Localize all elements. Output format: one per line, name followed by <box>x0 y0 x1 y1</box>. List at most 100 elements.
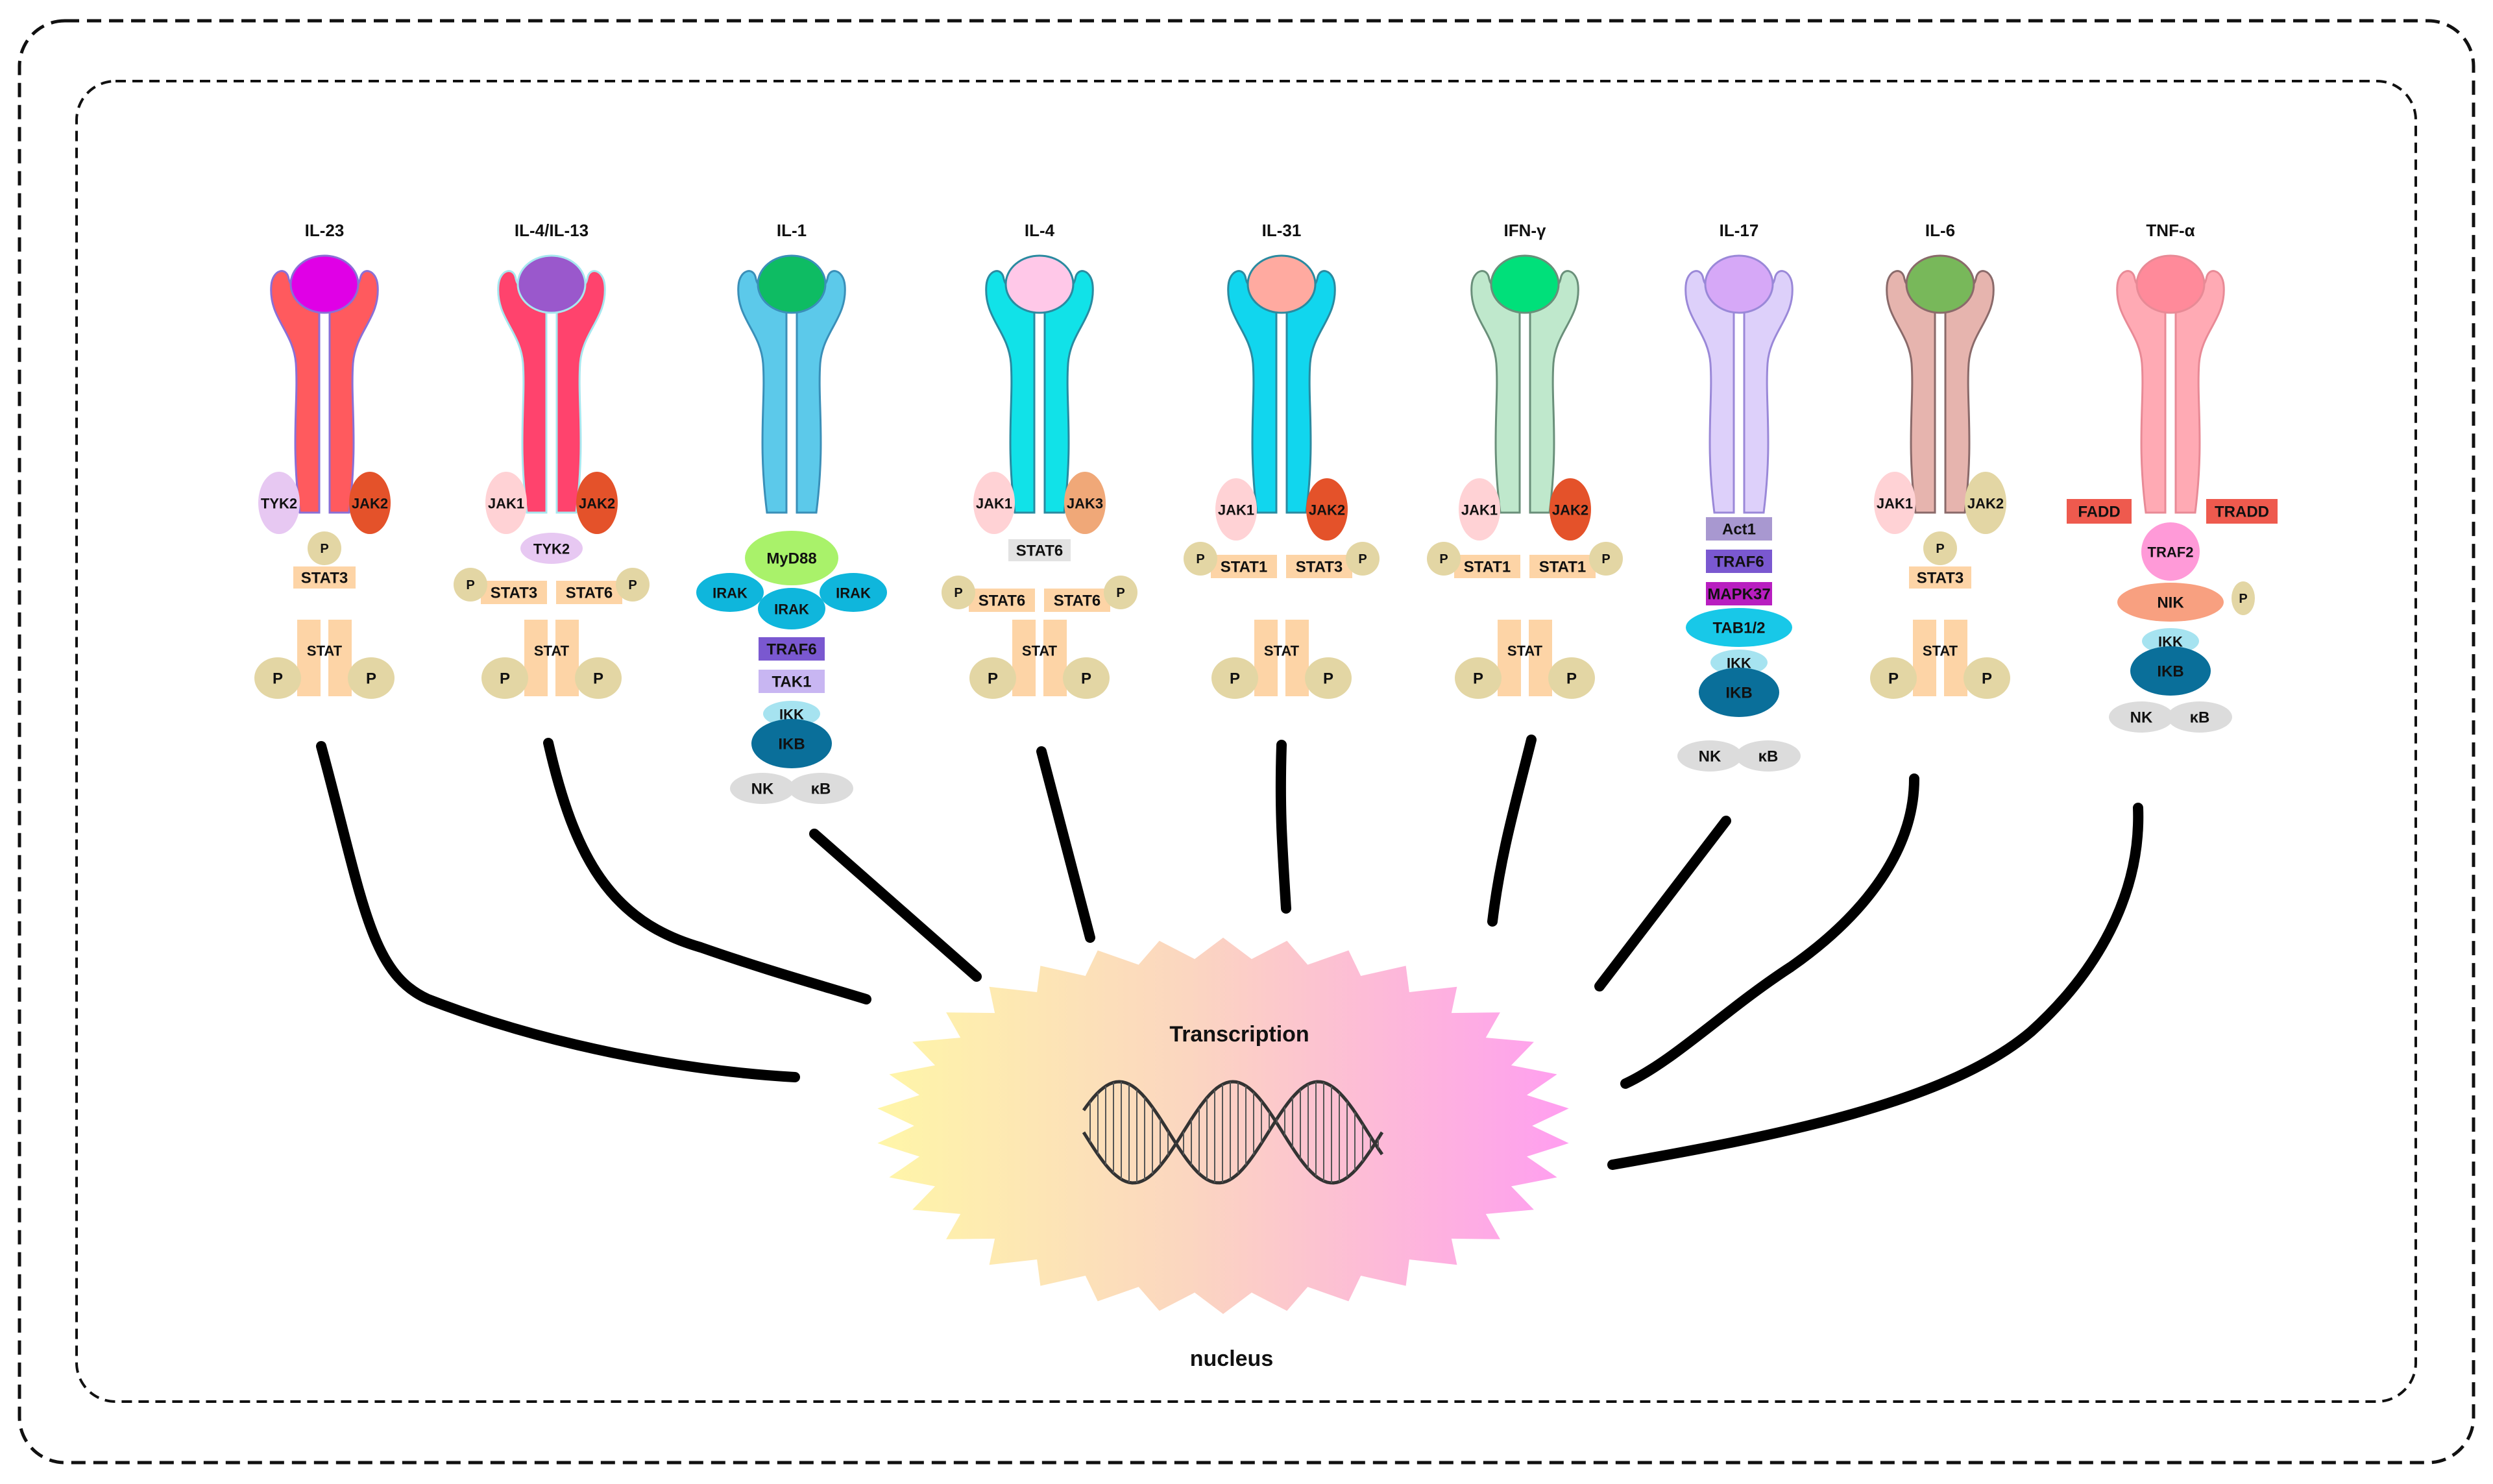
phospho-right-shape <box>1063 657 1110 699</box>
stat-dimer-label: STAT <box>307 643 343 659</box>
phospho-right-label: P <box>1081 670 1091 688</box>
myd88: MyD88 <box>745 531 838 585</box>
phospho-right: P <box>1305 657 1352 699</box>
phospho-right: P <box>1589 542 1623 576</box>
receptor-icon <box>1227 254 1336 514</box>
nfkb-left-shape <box>2109 701 2174 733</box>
phospho-right: P <box>1063 657 1110 699</box>
stat-pair-left-shape <box>481 581 547 604</box>
stat-box-shape <box>1008 539 1071 561</box>
phospho-label: P <box>1936 542 1944 556</box>
ikk-shape <box>2142 628 2199 654</box>
stat-box: STAT3 <box>1909 566 1971 589</box>
receptor-icon <box>1470 254 1579 514</box>
pathway-title: IFN-γ <box>1504 221 1547 240</box>
stat-box-shape <box>293 566 356 589</box>
kinase-right-label: JAK2 <box>1967 496 2004 512</box>
kinase-right-shape <box>1064 472 1106 534</box>
tyk2-label: TYK2 <box>533 541 570 557</box>
phospho-right-label: P <box>1982 670 1992 688</box>
kinase-right-shape <box>576 472 618 534</box>
phospho: P <box>2232 581 2255 615</box>
ikk-shape <box>1710 650 1768 675</box>
pathway-title: IL-17 <box>1720 221 1759 240</box>
phospho-left: P <box>1870 657 1917 699</box>
kinase-right-shape <box>1550 478 1591 541</box>
phospho-left-shape <box>254 657 301 699</box>
step-box: TAK1 <box>759 670 825 693</box>
phospho-right-shape <box>1589 542 1623 576</box>
adaptor-fadd-label: FADD <box>2078 504 2120 521</box>
stat-pair-left-shape <box>1211 555 1277 578</box>
pathway-title: IL-1 <box>777 221 807 240</box>
tyk2: TYK2 <box>520 533 583 564</box>
dna-strand-a <box>1082 1080 1384 1185</box>
phospho-left-label: P <box>1196 552 1204 566</box>
stat-dimer-right <box>328 620 352 696</box>
phospho-right-shape <box>616 568 650 602</box>
inner-border <box>75 80 2417 1403</box>
phospho-shape <box>308 531 341 565</box>
kinase-left-shape <box>1215 478 1257 541</box>
phospho-left-label: P <box>500 670 510 688</box>
stat-dimer-right <box>555 620 579 696</box>
phospho-left: P <box>254 657 301 699</box>
phospho-right-label: P <box>1323 670 1333 688</box>
ligand-icon <box>2135 254 2206 314</box>
stat-pair-right-shape <box>1044 589 1110 612</box>
irak-right-label: IRAK <box>836 585 871 602</box>
phospho-right-label: P <box>366 670 376 688</box>
phospho-left-shape <box>969 657 1016 699</box>
kinase-left: JAK1 <box>1459 478 1500 541</box>
kinase-left-shape <box>485 472 527 534</box>
kinase-left-shape <box>258 472 300 534</box>
irak-left: IRAK <box>696 573 764 612</box>
phospho-right-label: P <box>1116 586 1125 600</box>
connector-line-3 <box>809 829 982 982</box>
irak-left-label: IRAK <box>712 585 748 602</box>
receptor-icon <box>737 254 846 514</box>
kinase-left-shape <box>973 472 1015 534</box>
nfkb-left-label: NK <box>751 781 774 798</box>
kinase-left-label: JAK1 <box>488 496 524 512</box>
pathway-title: IL-6 <box>1925 221 1955 240</box>
phospho-left-label: P <box>273 670 283 688</box>
stat-box: STAT6 <box>1008 539 1071 561</box>
phospho-left-shape <box>1427 542 1461 576</box>
phospho-left-label: P <box>954 586 962 600</box>
phospho-left-label: P <box>1439 552 1448 566</box>
phospho-label: P <box>320 542 328 556</box>
pathway-title: IL-31 <box>1262 221 1302 240</box>
stat-pair-right-shape <box>1286 555 1352 578</box>
phospho-right-shape <box>1548 657 1595 699</box>
connector-line-1 <box>316 741 800 1082</box>
tab12: TAB1/2 <box>1686 608 1792 647</box>
stat-pair-left: STAT1 <box>1454 555 1520 578</box>
nik: NIK <box>2117 583 2224 622</box>
stat-pair-right-shape <box>556 581 622 604</box>
phospho-right-shape <box>348 657 395 699</box>
receptor-icon <box>270 254 379 514</box>
connector-line-5 <box>1275 740 1291 914</box>
stat-pair-left-label: STAT1 <box>1464 559 1511 576</box>
phospho-left: P <box>1211 657 1258 699</box>
ligand-icon <box>1004 254 1075 314</box>
nfkb-right-label: κB <box>1758 748 1779 766</box>
traf2-label: TRAF2 <box>2148 544 2194 561</box>
ikb-shape <box>751 719 832 768</box>
kinase-left-label: JAK1 <box>1877 496 1913 512</box>
stat-pair-right-label: STAT6 <box>1054 592 1101 610</box>
myd88-label: MyD88 <box>766 550 816 568</box>
stat-pair-right: STAT1 <box>1529 555 1596 578</box>
nfkb-right-label: κB <box>2190 709 2210 727</box>
pathway-title: TNF-α <box>2146 221 2195 240</box>
phospho-right-shape <box>1104 576 1137 609</box>
adaptor-tradd: TRADD <box>2206 499 2278 524</box>
stat-dimer: STAT P P <box>254 620 395 699</box>
irak-center-shape <box>758 588 825 629</box>
